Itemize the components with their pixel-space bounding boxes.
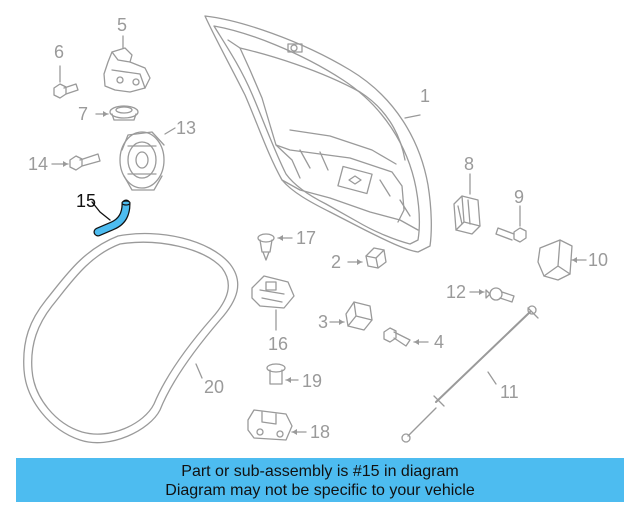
callout-12: 12 bbox=[446, 282, 467, 302]
callout-5: 5 bbox=[117, 15, 128, 35]
part-16-latch bbox=[251, 275, 295, 309]
callout-4: 4 bbox=[434, 332, 445, 352]
part-2-bump-stop bbox=[365, 247, 387, 269]
part-9-bolt bbox=[495, 227, 527, 243]
leader-1 bbox=[404, 114, 421, 119]
leader-11 bbox=[487, 371, 497, 385]
leader-15 bbox=[91, 201, 111, 221]
part-18-striker bbox=[247, 409, 293, 441]
part-10-cap bbox=[537, 239, 573, 281]
part-4-bolt bbox=[383, 327, 411, 347]
callout-6: 6 bbox=[54, 42, 65, 62]
part-17-clip bbox=[257, 233, 275, 261]
banner-line-2: Diagram may not be specific to your vehi… bbox=[165, 482, 475, 499]
callout-9: 9 bbox=[514, 187, 525, 207]
callout-1: 1 bbox=[420, 86, 431, 106]
callout-18: 18 bbox=[310, 422, 331, 442]
callout-14: 14 bbox=[28, 154, 49, 174]
callout-2: 2 bbox=[331, 252, 342, 272]
part-14-bolt bbox=[69, 153, 101, 171]
callout-3: 3 bbox=[318, 312, 329, 332]
part-20-seal bbox=[23, 232, 239, 444]
part-1-trunk-lid bbox=[204, 15, 432, 253]
callout-16: 16 bbox=[268, 334, 289, 354]
callout-19: 19 bbox=[302, 371, 323, 391]
callout-10: 10 bbox=[588, 250, 609, 270]
part-12-ball-stud bbox=[485, 287, 515, 303]
part-8-cover bbox=[453, 195, 481, 235]
part-11-strut bbox=[401, 305, 539, 443]
part-19-bolt bbox=[266, 363, 286, 385]
callout-7: 7 bbox=[78, 104, 89, 124]
part-5-hinge bbox=[103, 47, 151, 93]
leader-20 bbox=[195, 363, 203, 379]
callout-17: 17 bbox=[296, 228, 317, 248]
banner-line-1: Part or sub-assembly is #15 in diagram bbox=[181, 463, 459, 480]
leader-13 bbox=[164, 127, 176, 135]
part-6-bolt bbox=[53, 83, 79, 99]
callout-8: 8 bbox=[464, 154, 475, 174]
part-7-grommet bbox=[109, 105, 139, 121]
part-13-speaker bbox=[119, 131, 165, 191]
part-15-hose bbox=[93, 199, 131, 237]
info-banner: Part or sub-assembly is #15 in diagram D… bbox=[16, 458, 624, 502]
callout-13: 13 bbox=[176, 118, 197, 138]
callout-20: 20 bbox=[204, 377, 225, 397]
callout-15: 15 bbox=[76, 191, 97, 211]
part-3-bumper bbox=[345, 301, 373, 331]
callout-11: 11 bbox=[500, 382, 519, 402]
